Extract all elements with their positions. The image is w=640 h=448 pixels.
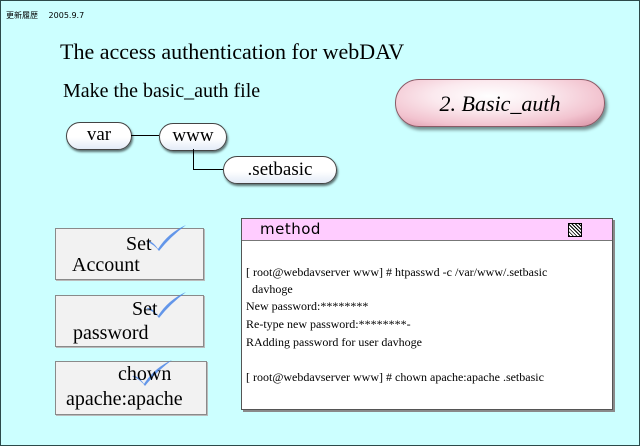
- command-line: davhoge: [246, 282, 293, 296]
- step-chown: chown apache:apache: [55, 360, 207, 415]
- section-badge: 2. Basic_auth: [395, 79, 605, 127]
- step-chown-verb: chown: [118, 363, 172, 385]
- step-set-account-object: Account: [72, 254, 140, 276]
- method-panel: method [ root@webdavserver www] # htpass…: [241, 218, 613, 410]
- tree-node-setbasic: .setbasic: [223, 156, 337, 184]
- tree-node-var-label: var: [86, 124, 112, 145]
- slide-title: The access authentication for webDAV: [60, 39, 405, 64]
- tree-connector: [131, 135, 159, 136]
- command-line: New password:********: [246, 299, 369, 313]
- step-set-account: Set Account: [55, 225, 204, 280]
- hatch-icon: [568, 223, 582, 237]
- revision-date: 2005.9.7: [48, 11, 85, 20]
- command-line: [ root@webdavserver www] # chown apache:…: [246, 370, 544, 384]
- section-badge-label: 2. Basic_auth: [439, 91, 561, 116]
- method-panel-title: method: [260, 220, 321, 238]
- tree-node-var: var: [66, 122, 132, 150]
- tree-node-www: www: [159, 123, 227, 151]
- tree-node-setbasic-label: .setbasic: [247, 159, 313, 180]
- step-set-password: Set password: [55, 292, 204, 347]
- tree-connector-vertical: [193, 149, 194, 169]
- step-set-password-object: password: [73, 322, 149, 344]
- tree-node-www-label: www: [172, 125, 214, 146]
- command-line: RAdding password for user davhoge: [246, 335, 422, 349]
- method-panel-header: method: [242, 219, 612, 241]
- check-icon: [146, 225, 186, 251]
- tree-connector-horizontal: [193, 169, 223, 170]
- step-set-password-verb: Set: [132, 298, 158, 320]
- revision-note: 更新履歴 2005.9.7: [6, 10, 92, 21]
- revision-label: 更新履歴: [6, 11, 38, 20]
- step-chown-object: apache:apache: [66, 388, 183, 410]
- command-line: [ root@webdavserver www] # htpasswd -c /…: [246, 265, 548, 279]
- command-line: Re-type new password:********-: [246, 317, 411, 331]
- check-icon: [146, 292, 186, 318]
- check-icon: [132, 360, 172, 386]
- slide-subtitle: Make the basic_auth file: [63, 80, 261, 102]
- step-set-account-verb: Set: [126, 233, 152, 255]
